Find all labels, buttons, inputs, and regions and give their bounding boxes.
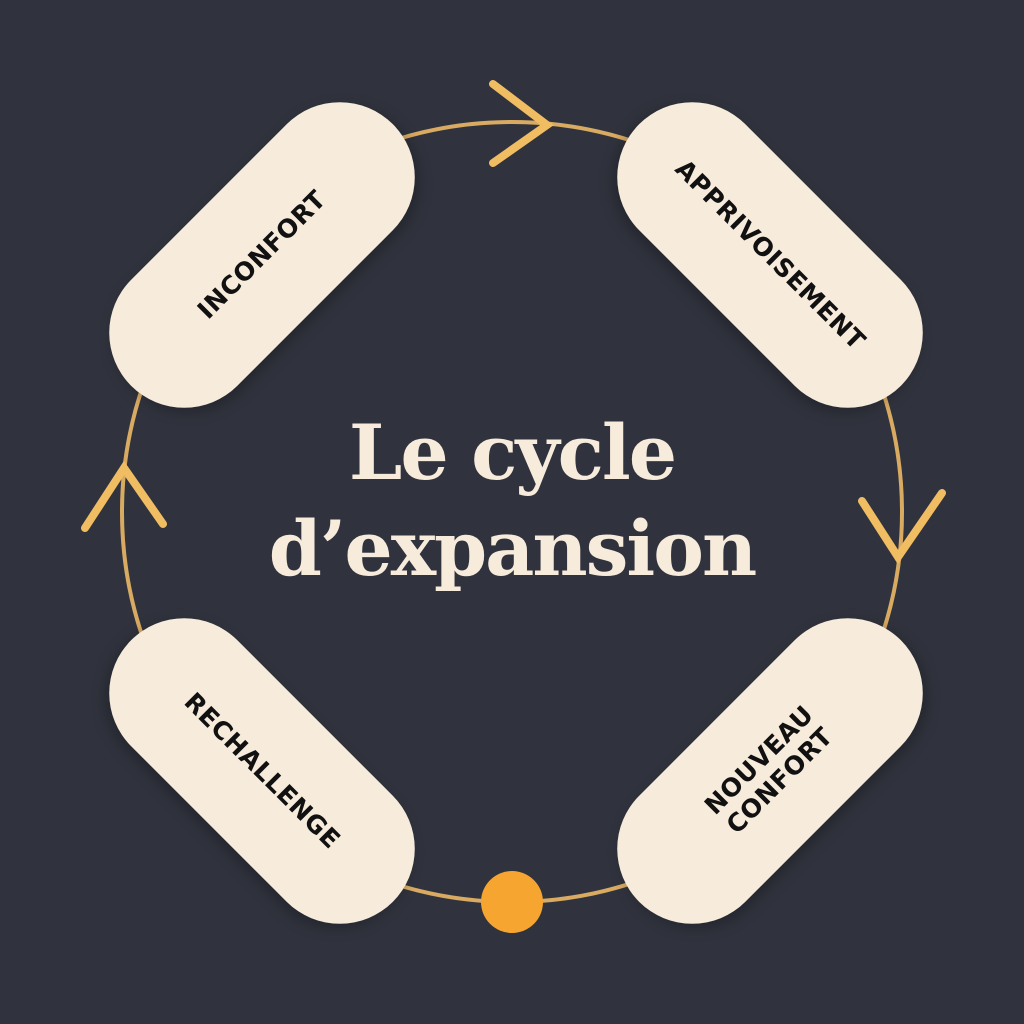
arrow-up-icon — [81, 460, 167, 532]
title-line-1: Le cycle — [348, 408, 677, 497]
diagram-title: Le cycle d’expansion — [212, 405, 812, 597]
arrow-down-icon — [858, 489, 946, 565]
title-line-2: d’expansion — [268, 504, 758, 593]
stage-label: INCONFORT — [191, 184, 332, 325]
arrow-right-icon — [489, 80, 554, 167]
start-dot — [481, 871, 543, 933]
